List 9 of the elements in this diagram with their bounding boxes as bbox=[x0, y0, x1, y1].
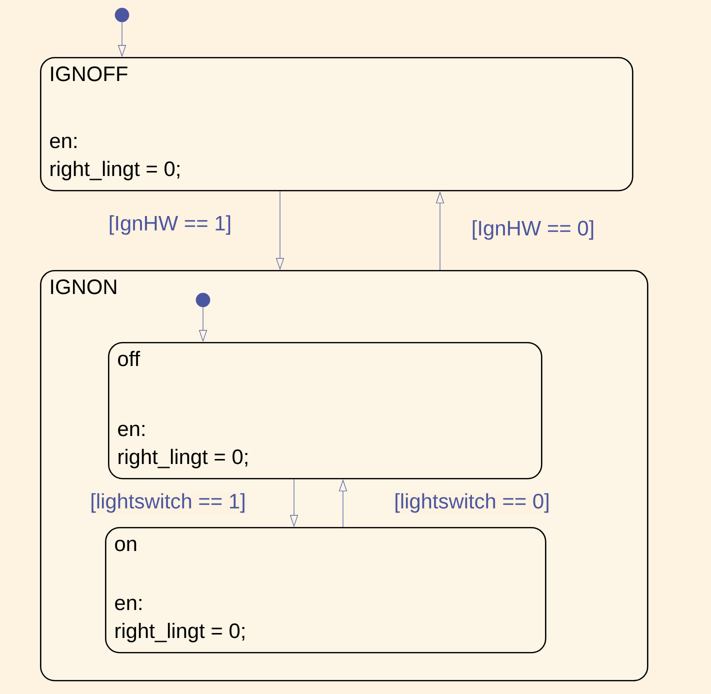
state-box: on en: right_lingt = 0; bbox=[105, 527, 546, 654]
state-box: IGNOFF en: right_lingt = 0; bbox=[40, 57, 634, 192]
state-box: off en: right_lingt = 0; bbox=[108, 342, 542, 480]
edge-label: [lightswitch == 1] bbox=[92, 493, 244, 513]
edge-label: [lightswitch == 0] bbox=[396, 493, 548, 513]
edge-label: [IgnHW == 0] bbox=[472, 220, 594, 240]
initial-dot bbox=[114, 8, 130, 22]
initial-dot bbox=[196, 292, 210, 308]
edge-label: [IgnHW == 1] bbox=[110, 215, 230, 235]
